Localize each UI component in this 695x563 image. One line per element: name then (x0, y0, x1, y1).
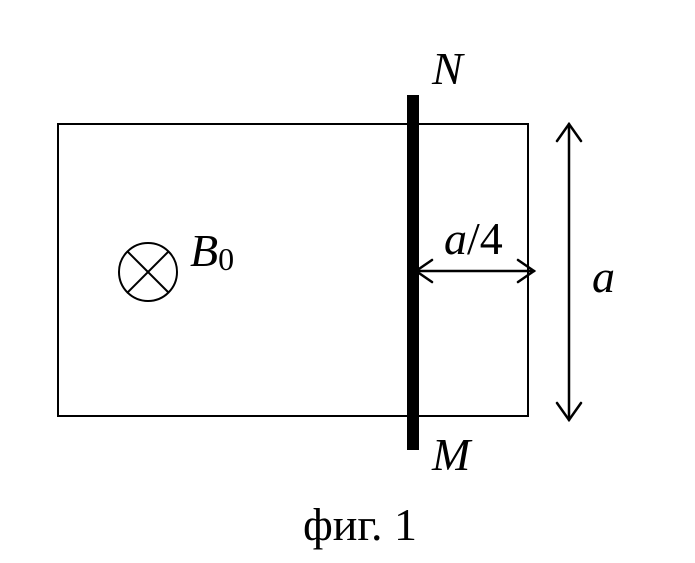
gap-dimension-arrow (413, 258, 537, 284)
field-label: B0 (190, 225, 234, 277)
gap-numerator: a (444, 213, 467, 264)
label-m: M (431, 429, 473, 480)
side-length-label: a (592, 251, 615, 302)
label-n: N (431, 43, 465, 94)
gap-label: a/4 (444, 213, 503, 264)
side-dimension-arrow (555, 121, 583, 423)
figure-caption: фиг. 1 (303, 499, 417, 550)
cross-in-circle-icon (118, 242, 178, 302)
field-subscript: 0 (218, 241, 234, 277)
sliding-rod-mn (407, 95, 419, 450)
gap-denominator: /4 (467, 213, 503, 264)
field-symbol: B (190, 225, 218, 276)
